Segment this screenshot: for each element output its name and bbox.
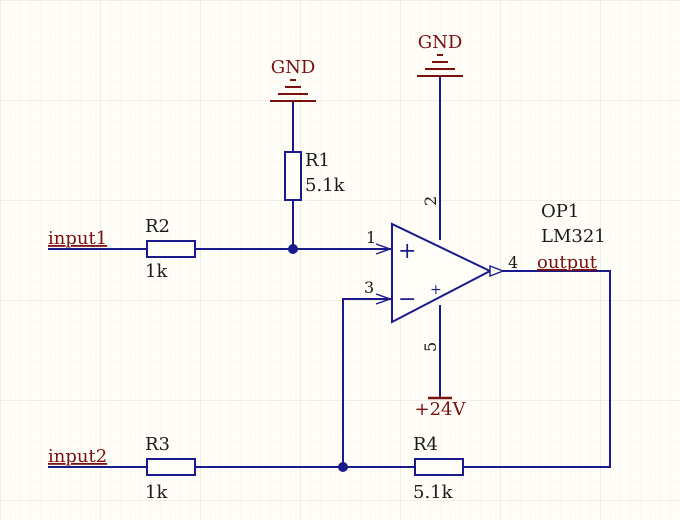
- gnd-symbol-right[interactable]: [417, 54, 463, 77]
- resistor-r2[interactable]: [146, 240, 196, 258]
- resistor-r2-body[interactable]: [146, 240, 196, 258]
- gnd-left-label: GND: [271, 57, 316, 78]
- resistor-r4[interactable]: [414, 458, 464, 476]
- pin-number-1: 1: [366, 228, 376, 247]
- resistor-r3[interactable]: [146, 458, 196, 476]
- pin-number-5: 5: [421, 342, 440, 352]
- output-arrow-icon: [489, 264, 505, 278]
- pin-number-4: 4: [508, 253, 518, 272]
- resistor-r1[interactable]: [284, 151, 302, 201]
- r2-ref-label: R2: [145, 216, 170, 237]
- resistor-r3-body[interactable]: [146, 458, 196, 476]
- wire-pin3-feedback[interactable]: [342, 298, 392, 467]
- wire-r4-to-output[interactable]: [463, 270, 611, 468]
- opamp-plus-sign: +: [398, 239, 416, 264]
- r4-ref-label: R4: [413, 434, 438, 455]
- r1-value-label: 5.1k: [305, 175, 346, 196]
- gnd-right-label: GND: [418, 32, 463, 53]
- supply-24v-label: +24V: [415, 399, 467, 420]
- pin-number-3: 3: [364, 278, 374, 297]
- resistor-r1-body[interactable]: [284, 151, 302, 201]
- r3-value-label: 1k: [145, 482, 168, 503]
- op1-part-label: LM321: [541, 226, 606, 247]
- labels: GND GND +24V R1 5.1k R2 1k R3 1k R4 5.1k…: [48, 32, 606, 503]
- opamp-op1[interactable]: + − +: [375, 222, 505, 324]
- pin3-arrow-icon: [375, 293, 393, 305]
- op1-ref-label: OP1: [541, 201, 579, 222]
- junction-node-r1[interactable]: [288, 244, 298, 254]
- r4-value-label: 5.1k: [413, 482, 454, 503]
- junction-node-r4[interactable]: [338, 462, 348, 472]
- r2-value-label: 1k: [145, 261, 168, 282]
- resistor-r4-body[interactable]: [414, 458, 464, 476]
- net-label-input1[interactable]: input1: [48, 228, 107, 249]
- opamp-triangle[interactable]: [391, 222, 493, 324]
- r3-ref-label: R3: [145, 434, 170, 455]
- gnd-symbol-left[interactable]: [270, 79, 316, 102]
- pin-numbers: 1 3 4 2 5: [364, 196, 518, 352]
- pin1-arrow-icon: [375, 243, 393, 255]
- wires: [48, 76, 611, 468]
- opamp-bias-mark: +: [430, 282, 442, 298]
- net-label-output[interactable]: output: [537, 252, 598, 273]
- opamp-minus-sign: −: [398, 287, 416, 312]
- r1-ref-label: R1: [305, 150, 330, 171]
- net-label-input2[interactable]: input2: [48, 446, 107, 467]
- pin-number-2: 2: [421, 196, 440, 206]
